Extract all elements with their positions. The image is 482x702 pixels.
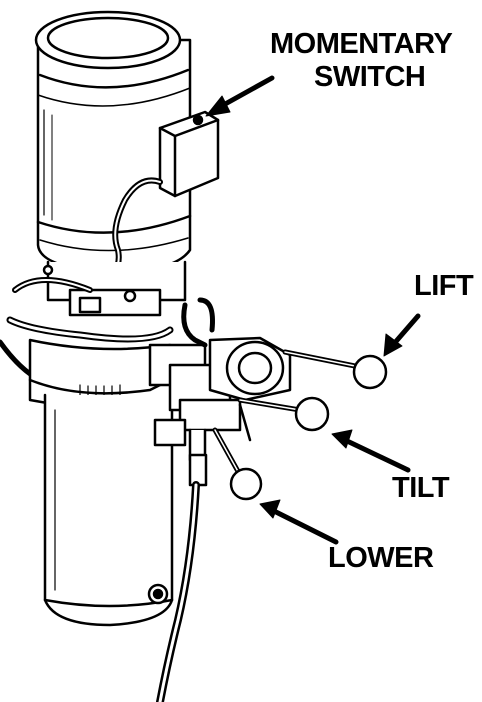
callout-arrows: [205, 75, 421, 545]
tilt-handle-knob: [294, 396, 330, 432]
switch-box: [158, 110, 220, 198]
lift-handle-knob: [352, 354, 388, 390]
label-lift: LIFT: [414, 270, 474, 302]
lift-handle: [282, 349, 388, 390]
valve-assembly: [148, 297, 292, 462]
momentary-switch-button: [192, 114, 204, 126]
lower-handle-knob: [229, 467, 263, 501]
hose-down: [156, 453, 208, 702]
label-momentary-line1: MOMENTARY: [270, 28, 453, 60]
tilt-handle: [237, 396, 330, 432]
arrow-momentary-switch: [205, 75, 275, 117]
tank-lower: [43, 393, 174, 627]
motor-upper: [34, 10, 192, 274]
label-momentary-line2: SWITCH: [314, 61, 426, 93]
label-lower: LOWER: [328, 542, 434, 574]
label-momentary-switch: MOMENTARY SWITCH: [270, 28, 453, 94]
arrow-tilt: [331, 429, 411, 473]
label-tilt: TILT: [392, 472, 450, 504]
connector: [78, 296, 102, 314]
arrow-lift: [383, 313, 421, 357]
arrow-lower: [259, 499, 339, 545]
motor-mount: [42, 260, 187, 317]
lower-handle: [212, 427, 263, 501]
